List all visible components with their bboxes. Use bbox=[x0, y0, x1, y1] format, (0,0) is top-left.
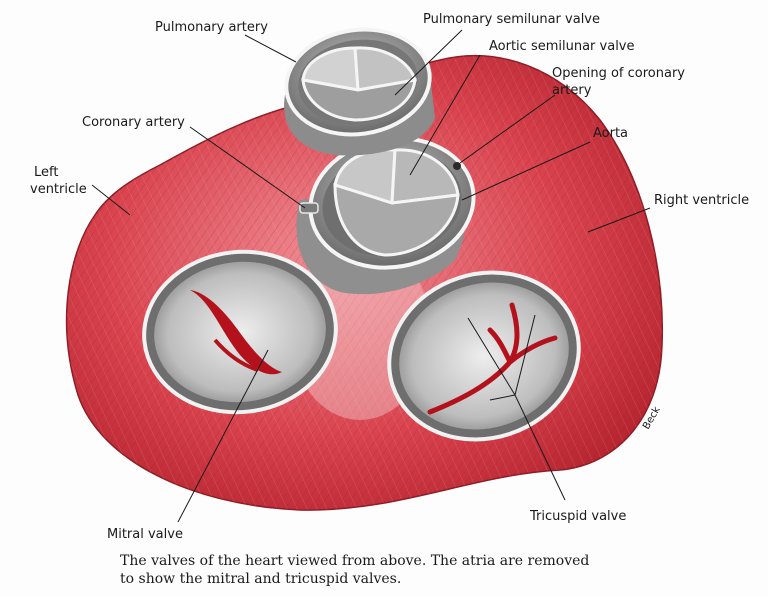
pulmonary-cusp-3 bbox=[301, 78, 417, 122]
caption-line-1: The valves of the heart viewed from abov… bbox=[120, 553, 589, 569]
aortic-cusp-3 bbox=[333, 182, 460, 257]
label-aortic-semilunar-valve: Aortic semilunar valve bbox=[489, 39, 635, 54]
label-pulmonary-semilunar-valve: Pulmonary semilunar valve bbox=[423, 12, 600, 27]
tricuspid-valve bbox=[387, 270, 581, 442]
aorta bbox=[296, 136, 476, 295]
label-coronary-artery: Coronary artery bbox=[82, 115, 185, 130]
label-opening-of-coronary: Opening of coronary bbox=[552, 66, 685, 81]
label-ventricle: ventricle bbox=[30, 182, 87, 197]
label-tricuspid-valve: Tricuspid valve bbox=[529, 509, 626, 524]
label-opening-artery: artery bbox=[552, 83, 592, 98]
labels: Pulmonary artery Pulmonary semilunar val… bbox=[30, 12, 749, 542]
label-pulmonary-artery: Pulmonary artery bbox=[155, 20, 268, 35]
coronary-opening bbox=[453, 162, 461, 170]
aortic-cusp-2 bbox=[390, 148, 460, 205]
mitral-valve bbox=[142, 249, 338, 415]
leader-lines bbox=[91, 29, 651, 523]
label-left: Left bbox=[34, 165, 58, 180]
label-right-ventricle: Right ventricle bbox=[654, 193, 749, 208]
tricuspid-orifice bbox=[427, 302, 558, 415]
pulmonary-artery bbox=[284, 27, 435, 156]
coronary-artery-stub bbox=[299, 202, 319, 214]
caption-line-2: to show the mitral and tricuspid valves. bbox=[120, 571, 401, 587]
mitral-orifice bbox=[190, 290, 282, 375]
label-aorta: Aorta bbox=[593, 126, 628, 141]
caption: The valves of the heart viewed from abov… bbox=[120, 553, 589, 587]
label-mitral-valve: Mitral valve bbox=[107, 527, 183, 542]
